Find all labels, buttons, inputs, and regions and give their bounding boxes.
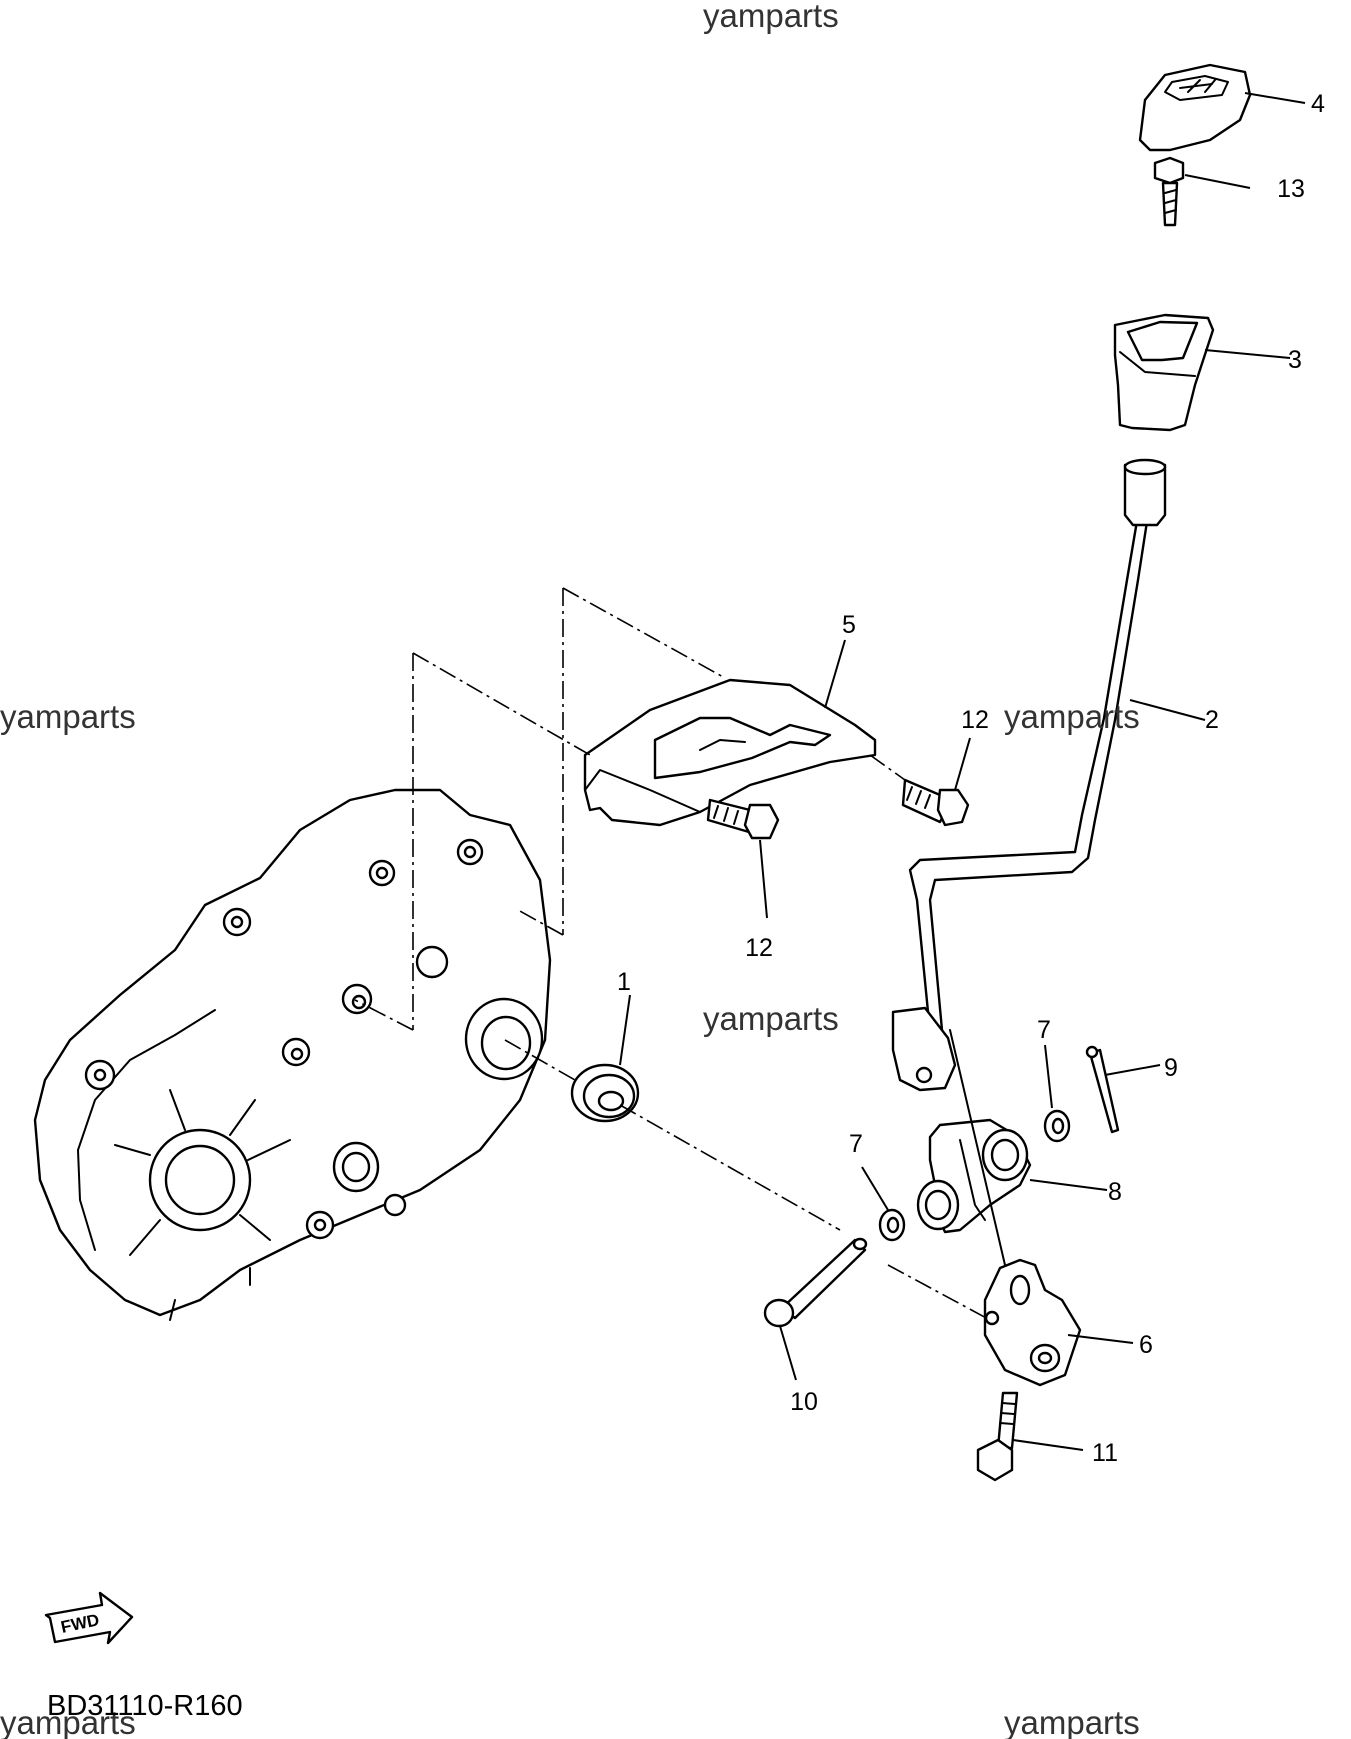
watermark-left: yamparts: [0, 698, 136, 735]
bolt-13: [1153, 156, 1185, 227]
callout-6: 6: [1139, 1331, 1153, 1359]
callout-12-upper: 12: [961, 706, 989, 734]
watermark-center: yamparts: [703, 1000, 839, 1037]
washer-7-upper: [1043, 1109, 1071, 1143]
bolt-11: [976, 1391, 1019, 1482]
fwd-arrow-icon: FWD: [44, 1591, 134, 1645]
bolt-12-upper: [901, 778, 970, 827]
diagram-code: BD31110-R160: [47, 1690, 243, 1722]
callout-13: 13: [1277, 175, 1305, 203]
crankcase-cover: [33, 788, 552, 1321]
leader-lines: [619, 92, 1306, 1451]
callout-1: 1: [617, 968, 631, 996]
callout-10: 10: [790, 1388, 818, 1416]
shift-pin: [763, 1237, 868, 1328]
cotter-pin: [1085, 1045, 1120, 1134]
watermark-bottom-right: yamparts: [1004, 1704, 1140, 1739]
callout-5: 5: [842, 611, 856, 639]
callout-8: 8: [1108, 1178, 1122, 1206]
callout-4: 4: [1311, 90, 1325, 118]
callout-12-lower: 12: [745, 934, 773, 962]
bolt-12-lower: [706, 798, 780, 840]
watermark-bottom-left: yamparts: [0, 1704, 136, 1739]
shift-guide-plate: [583, 678, 877, 827]
alignment-lines: [354, 587, 991, 1321]
watermark-mid-right: yamparts: [1004, 698, 1140, 735]
shift-knob-top: [1138, 63, 1252, 152]
watermark-top: yamparts: [703, 0, 839, 34]
callout-7-upper: 7: [1037, 1016, 1051, 1044]
oil-seal: [570, 1063, 640, 1123]
callout-9: 9: [1164, 1054, 1178, 1082]
washer-7-lower: [878, 1208, 906, 1242]
shift-arm: [891, 458, 1167, 1092]
shift-knob-lower: [1113, 313, 1215, 432]
callout-3: 3: [1288, 346, 1302, 374]
callout-11: 11: [1092, 1439, 1118, 1467]
callout-7-lower: 7: [849, 1130, 863, 1158]
shift-lever-clamp: [949, 1029, 1082, 1387]
callout-2: 2: [1205, 706, 1219, 734]
